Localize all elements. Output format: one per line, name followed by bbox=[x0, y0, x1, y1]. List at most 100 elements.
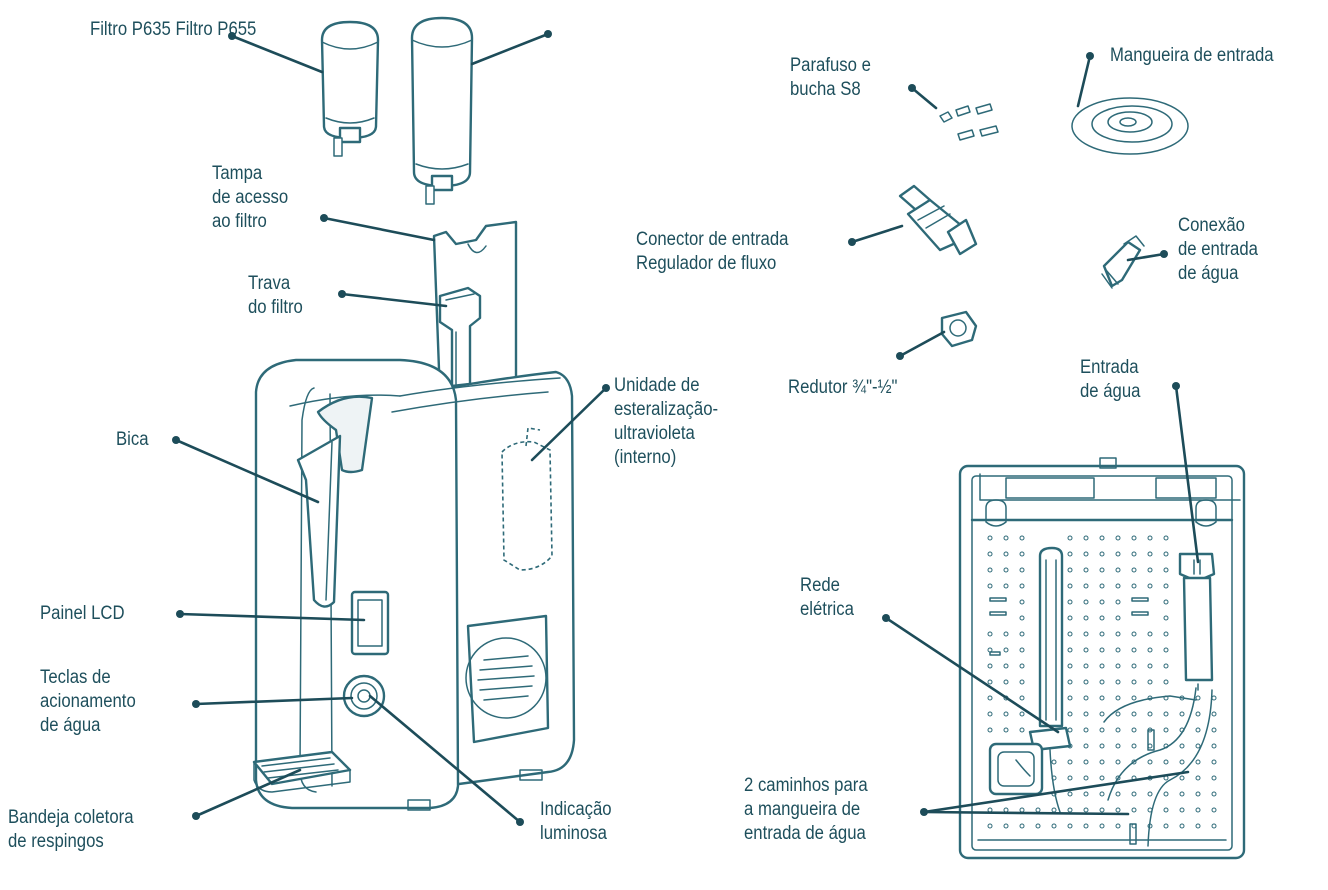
perforation-hole bbox=[1163, 679, 1169, 685]
perforation-hole bbox=[1179, 775, 1185, 781]
perforation-hole bbox=[1115, 743, 1121, 749]
perforation-hole bbox=[1099, 791, 1105, 797]
perforation-hole bbox=[1131, 583, 1137, 589]
perforation-hole bbox=[1211, 807, 1217, 813]
perforation-hole bbox=[1099, 759, 1105, 765]
screws-drawing bbox=[939, 103, 999, 141]
perforation-hole bbox=[1083, 759, 1089, 765]
perforation-hole bbox=[1083, 775, 1089, 781]
label-spout: Bica bbox=[116, 429, 149, 450]
reducer-drawing bbox=[940, 310, 978, 348]
perforation-hole bbox=[1115, 583, 1121, 589]
perforation-hole bbox=[1003, 663, 1009, 669]
perforation-hole bbox=[1179, 711, 1185, 717]
perforation-hole bbox=[1163, 583, 1169, 589]
perforation-hole bbox=[987, 567, 993, 573]
perforation-hole bbox=[1019, 631, 1025, 637]
perforation-hole bbox=[1147, 759, 1153, 765]
label-lcd-panel: Painel LCD bbox=[40, 603, 125, 624]
perforation-hole bbox=[1179, 807, 1185, 813]
perforation-hole bbox=[1115, 807, 1121, 813]
perforation-hole bbox=[1115, 615, 1121, 621]
perforation-hole bbox=[987, 535, 993, 541]
perforation-hole bbox=[1163, 663, 1169, 669]
perforation-hole bbox=[1147, 791, 1153, 797]
perforation-hole bbox=[1067, 791, 1073, 797]
perforation-hole bbox=[1163, 535, 1169, 541]
perforation-hole bbox=[1099, 807, 1105, 813]
label-uv-unit: Unidade de esteralização- ultravioleta (… bbox=[614, 375, 719, 468]
perforation-hole bbox=[1131, 759, 1137, 765]
perforation-hole bbox=[1035, 823, 1041, 829]
perforation-hole bbox=[1099, 647, 1105, 653]
perforation-hole bbox=[1067, 823, 1073, 829]
perforation-hole bbox=[1131, 695, 1137, 701]
perforation-hole bbox=[1019, 583, 1025, 589]
perforation-hole bbox=[1211, 727, 1217, 733]
perforation-hole bbox=[1147, 647, 1153, 653]
perforation-hole bbox=[1099, 823, 1105, 829]
perforation-hole bbox=[1067, 567, 1073, 573]
label-filters: Filtro P635 Filtro P655 bbox=[90, 19, 257, 40]
perforation-hole bbox=[1099, 727, 1105, 733]
perforation-hole bbox=[1083, 807, 1089, 813]
perforation-hole bbox=[1131, 663, 1137, 669]
label-inlet-hose: Mangueira de entrada bbox=[1110, 45, 1274, 66]
perforation-hole bbox=[1131, 807, 1137, 813]
perforation-hole bbox=[1019, 727, 1025, 733]
perforation-hole bbox=[987, 727, 993, 733]
perforation-hole bbox=[1163, 631, 1169, 637]
perforation-hole bbox=[1003, 631, 1009, 637]
perforation-hole bbox=[1099, 679, 1105, 685]
perforation-hole bbox=[1115, 663, 1121, 669]
perforation-hole bbox=[1147, 711, 1153, 717]
perforation-hole bbox=[1083, 567, 1089, 573]
filter-p635-drawing bbox=[320, 20, 380, 157]
perforation-hole bbox=[1195, 695, 1201, 701]
perforation-hole bbox=[1195, 711, 1201, 717]
perforation-hole bbox=[1019, 647, 1025, 653]
perforation-hole bbox=[1067, 775, 1073, 781]
perforation-hole bbox=[1115, 679, 1121, 685]
perforation-hole bbox=[1163, 759, 1169, 765]
perforation-hole bbox=[1099, 711, 1105, 717]
perforation-hole bbox=[1131, 791, 1137, 797]
perforation-hole bbox=[1083, 535, 1089, 541]
perforation-hole bbox=[1099, 615, 1105, 621]
perforation-hole bbox=[1019, 551, 1025, 557]
label-filter-lock: Trava do filtro bbox=[248, 273, 303, 318]
perforation-hole bbox=[1115, 791, 1121, 797]
perforation-hole bbox=[1115, 759, 1121, 765]
leader-lines bbox=[172, 30, 1200, 826]
inlet-connector-drawing bbox=[898, 184, 978, 256]
perforation-hole bbox=[1115, 647, 1121, 653]
perforation-hole bbox=[1147, 535, 1153, 541]
perforation-hole bbox=[1083, 823, 1089, 829]
perforation-hole bbox=[1083, 727, 1089, 733]
filter-p655-drawing bbox=[410, 16, 474, 205]
perforation-hole bbox=[1099, 695, 1105, 701]
perforation-hole bbox=[1115, 631, 1121, 637]
perforation-hole bbox=[1067, 535, 1073, 541]
perforation-hole bbox=[987, 695, 993, 701]
perforation-hole bbox=[1067, 647, 1073, 653]
perforation-hole bbox=[1083, 615, 1089, 621]
perforation-hole bbox=[1083, 663, 1089, 669]
perforation-hole bbox=[1131, 647, 1137, 653]
perforation-hole bbox=[1067, 679, 1073, 685]
perforation-hole bbox=[1147, 551, 1153, 557]
perforation-hole bbox=[1131, 727, 1137, 733]
perforation-hole bbox=[1131, 631, 1137, 637]
perforation-hole bbox=[1083, 647, 1089, 653]
perforation-hole bbox=[1003, 679, 1009, 685]
label-power-outlet: Rede elétrica bbox=[800, 575, 854, 620]
perforation-hole bbox=[1211, 759, 1217, 765]
perforation-hole bbox=[1067, 599, 1073, 605]
perforation-hole bbox=[1195, 743, 1201, 749]
perforation-hole bbox=[1147, 679, 1153, 685]
perforation-hole bbox=[1099, 535, 1105, 541]
perforation-hole bbox=[1083, 791, 1089, 797]
perforation-hole bbox=[1147, 583, 1153, 589]
perforation-hole bbox=[1131, 567, 1137, 573]
perforation-hole bbox=[1067, 727, 1073, 733]
